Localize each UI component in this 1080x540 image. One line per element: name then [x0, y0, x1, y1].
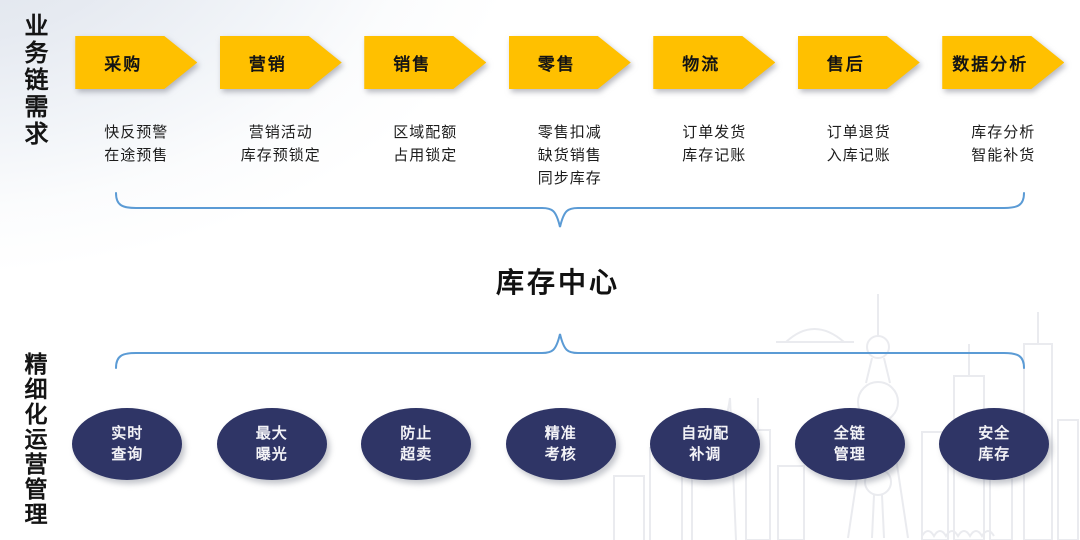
chain-step-aftersales: 售后 订单退货 入库记账 — [787, 36, 932, 190]
step-detail-text: 区域配额 占用锁定 — [393, 123, 458, 164]
capability-col: 实时 查询 — [55, 408, 200, 480]
business-chain-row: 采购 快反预警 在途预售 营销 营销活动 库存预锁定 销售 区域配额 占用锁定 … — [64, 36, 1076, 190]
business-chain-demand-label: 业务链需求 — [20, 13, 49, 148]
capability-ellipse-precise-assessment: 精准 考核 — [505, 408, 616, 480]
capability-col: 最大 曝光 — [200, 408, 345, 480]
capability-ellipse-max-exposure: 最大 曝光 — [216, 408, 327, 480]
step-detail-text: 营销活动 库存预锁定 — [240, 123, 321, 164]
capability-ellipse-safety-stock: 安全 库存 — [939, 408, 1050, 480]
step-detail-text: 零售扣减 缺货销售 同步库存 — [537, 123, 602, 187]
capability-col: 安全 库存 — [922, 408, 1067, 480]
step-arrow-shape: 营销 — [219, 36, 342, 89]
chain-step-retail: 零售 零售扣减 缺货销售 同步库存 — [498, 36, 643, 190]
capability-ellipse-auto-allocation: 自动配 补调 — [650, 408, 761, 480]
chain-step-logistics: 物流 订单发货 库存记账 — [642, 36, 787, 190]
capability-col: 精准 考核 — [489, 408, 634, 480]
refined-operations-label: 精细化运营管理 — [20, 352, 47, 527]
step-detail-text: 快反预警 在途预售 — [104, 123, 169, 164]
step-arrow-shape: 数据分析 — [942, 36, 1065, 89]
step-arrow-shape: 零售 — [508, 36, 631, 89]
capability-col: 全链 管理 — [778, 408, 923, 480]
lower-brace — [115, 333, 1025, 369]
upper-brace — [115, 192, 1025, 228]
step-arrow-shape: 销售 — [364, 36, 487, 89]
step-arrow-shape: 采购 — [75, 36, 198, 89]
capability-col: 防止 超卖 — [344, 408, 489, 480]
chain-step-marketing: 营销 营销活动 库存预锁定 — [209, 36, 354, 190]
step-detail-text: 订单退货 入库记账 — [826, 123, 891, 164]
step-arrow-shape: 售后 — [797, 36, 920, 89]
chain-step-procurement: 采购 快反预警 在途预售 — [64, 36, 209, 190]
chain-step-data-analysis: 数据分析 库存分析 智能补货 — [931, 36, 1076, 190]
step-arrow-shape: 物流 — [653, 36, 776, 89]
capability-ellipse-full-chain-management: 全链 管理 — [794, 408, 905, 480]
step-detail-text: 订单发货 库存记账 — [682, 123, 747, 164]
capability-ellipse-realtime-query: 实时 查询 — [72, 408, 183, 480]
chain-step-sales: 销售 区域配额 占用锁定 — [353, 36, 498, 190]
capability-ellipse-prevent-oversell: 防止 超卖 — [361, 408, 472, 480]
inventory-center-title: 库存中心 — [495, 266, 620, 299]
step-detail-text: 库存分析 智能补货 — [971, 123, 1036, 164]
capabilities-row: 实时 查询 最大 曝光 防止 超卖 精准 考核 自动配 补调 全链 管理 安全 … — [55, 408, 1067, 480]
capability-col: 自动配 补调 — [633, 408, 778, 480]
